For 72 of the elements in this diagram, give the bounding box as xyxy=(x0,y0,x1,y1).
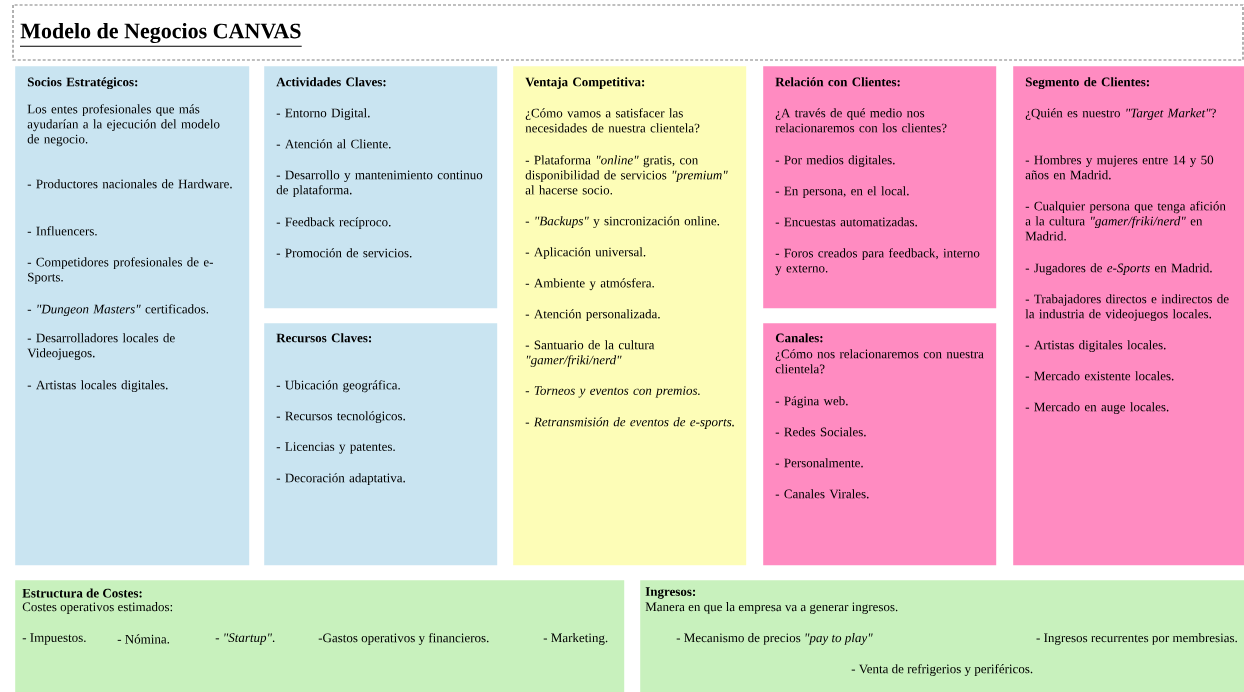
box-text: - Desarrollo y mantenimiento continuo de plataforma. xyxy=(276,170,483,197)
box-text: ¿Cómo vamos a satisfacer las necesidades de nuestra clientela? xyxy=(525,108,700,133)
box-heading: Canales: xyxy=(775,333,823,343)
box-text: - Impuestos. xyxy=(22,633,86,645)
box-text: - Mercado en auge locales. xyxy=(1025,402,1169,415)
box-text: - Página web. xyxy=(775,396,848,409)
box-text: - En persona, en el local. xyxy=(775,186,909,198)
canvas-box xyxy=(1013,66,1244,566)
box-text: - Decoración adaptativa. xyxy=(276,473,405,485)
box-text: - Torneos y eventos con premios. xyxy=(525,386,700,398)
box-text: - Por medios digitales. xyxy=(775,155,895,168)
box-heading: Socios Estratégicos: xyxy=(27,77,138,90)
box-text: - Productores nacionales de Hardware. xyxy=(27,179,232,189)
box-text: - Foros creados para feedback, interno y externo. xyxy=(775,248,980,276)
canvas-box xyxy=(763,66,997,309)
canvas-box xyxy=(264,66,498,309)
box-text: ¿Quién es nuestro "Target Market"? xyxy=(1025,108,1216,120)
box-text: - "Backups" y sincronización online. xyxy=(525,216,720,229)
box-text: - Competidores profesionales de e-Sports. xyxy=(27,257,214,285)
box-text: - Trabajadores directos e indirectos de la industria de videojuegos locales. xyxy=(1025,294,1229,322)
box-heading: Relación con Clientes: xyxy=(775,77,900,87)
box-text: - Nómina. xyxy=(117,634,170,644)
box-text: - Canales Virales. xyxy=(775,489,869,499)
canvas-box xyxy=(15,580,625,692)
box-text: - Recursos tecnológicos. xyxy=(276,411,405,424)
box-heading: Segmento de Clientes: xyxy=(1025,77,1149,90)
box-text: -Gastos operativos y financieros. xyxy=(318,633,489,645)
box-text: - Santuario de la cultura "gamer/friki/nerd" xyxy=(525,340,655,367)
box-heading: Estructura de Costes: xyxy=(22,588,142,598)
box-text: - Mercado existente locales. xyxy=(1025,371,1174,381)
box-text: - Artistas locales digitales. xyxy=(27,380,168,393)
box-text: Manera en que la empresa va a generar ingresos. xyxy=(645,602,898,614)
box-text: - Influencers. xyxy=(27,226,97,236)
box-text: - Licencias y patentes. xyxy=(276,442,395,454)
box-text: - Retransmisión de eventos de e-sports. xyxy=(525,417,734,429)
box-text: - Venta de refrigerios y periféricos. xyxy=(851,664,1033,676)
box-text: - Jugadores de e-Sports en Madrid. xyxy=(1025,263,1212,276)
box-text: ¿A través de qué medio nos relacionaremos con los clientes? xyxy=(775,108,947,133)
box-text: - Ambiente y atmósfera. xyxy=(525,278,654,291)
box-text: - Hombres y mujeres entre 14 y 50 años en Madrid. xyxy=(1025,155,1214,180)
box-text: - Marketing. xyxy=(543,633,608,645)
box-text: - "Dungeon Masters" certificados. xyxy=(27,304,209,317)
box-text: - Cualquier persona que tenga afición a la cultura "gamer/friki/nerd" en Madrid. xyxy=(1025,201,1226,241)
canvas-box xyxy=(15,66,250,566)
box-text: - Personalmente. xyxy=(775,458,863,468)
box-heading: Ingresos: xyxy=(645,587,696,599)
box-text: Costes operativos estimados: xyxy=(22,602,173,614)
canvas-box xyxy=(513,66,747,566)
box-text: - Atención personalizada. xyxy=(525,309,660,321)
box-text: - Feedback recíproco. xyxy=(276,217,391,229)
box-text: ¿Cómo nos relacionaremos con nuestra clientela? xyxy=(775,349,984,374)
box-text: - Redes Sociales. xyxy=(775,427,866,437)
canvas-box xyxy=(763,323,997,566)
title-box: Modelo de Negocios CANVAS xyxy=(12,4,1244,61)
box-text: - Desarrolladores locales de Videojuegos. xyxy=(27,333,175,361)
canvas-box xyxy=(264,323,498,566)
box-text: - Atención al Cliente. xyxy=(276,139,391,149)
box-heading: Recursos Claves: xyxy=(276,333,372,343)
box-text: Los entes profesionales que más ayudarían a la ejecución del modelo de negocio. xyxy=(27,104,220,147)
canvas-box xyxy=(640,580,1244,692)
box-text: - Plataforma "online" gratis, con disponibilidad de servicios "premium" al hacerse socio. xyxy=(525,155,728,195)
box-text: - Promoción de servicios. xyxy=(276,248,412,258)
box-text: - Entorno Digital. xyxy=(276,108,370,121)
box-heading: Actividades Claves: xyxy=(276,77,386,87)
box-text: - Ubicación geográfica. xyxy=(276,380,400,393)
box-text: - Artistas digitales locales. xyxy=(1025,340,1166,353)
box-text: - Encuestas automatizadas. xyxy=(775,217,917,227)
box-text: - Ingresos recurrentes por membresias. xyxy=(1036,633,1237,645)
box-text: - "Startup". xyxy=(215,633,275,645)
box-text: - Aplicación universal. xyxy=(525,247,646,259)
box-text: - Mecanismo de precios "pay to play" xyxy=(676,633,873,645)
box-heading: Ventaja Competitiva: xyxy=(525,77,645,89)
